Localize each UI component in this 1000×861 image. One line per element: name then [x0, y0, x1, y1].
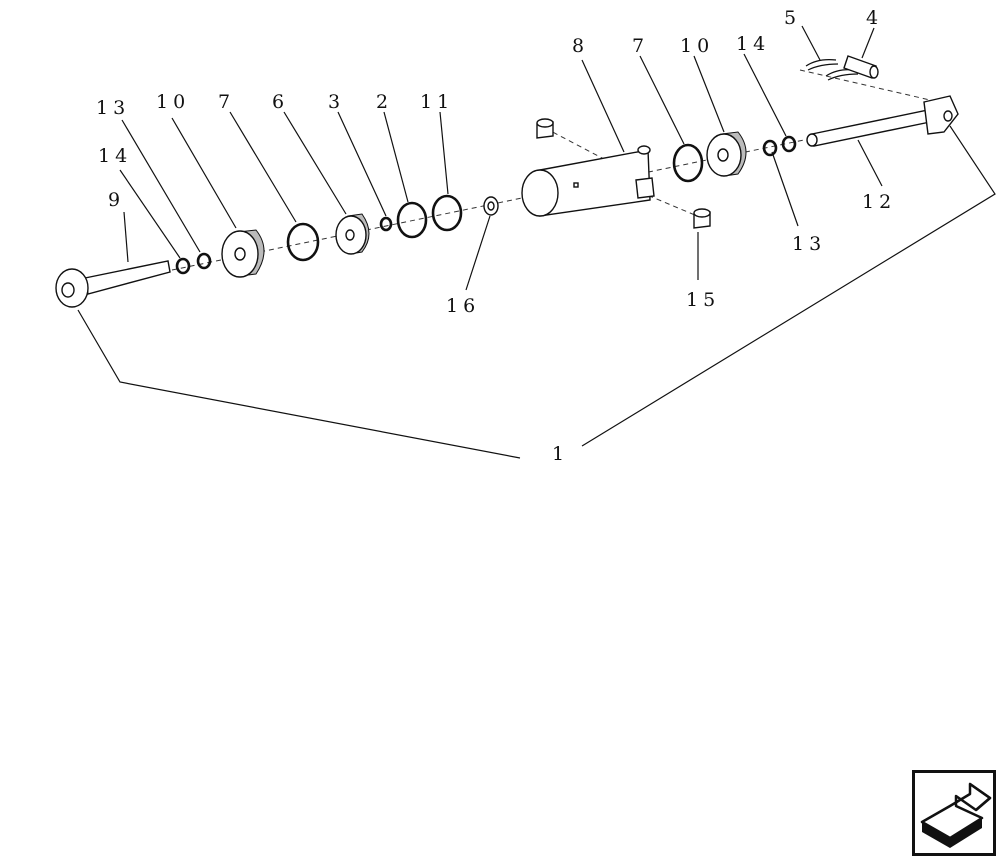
- part-14-ring-right: [781, 135, 797, 153]
- part-3-seal: [379, 216, 393, 232]
- next-page-arrow-icon: [912, 770, 996, 856]
- pin-axis: [799, 69, 931, 101]
- callout-13-right: 13: [792, 233, 826, 255]
- leader-lines: [77, 25, 996, 459]
- callout-10-left: 10: [156, 91, 190, 113]
- callout-14-right: 14: [736, 33, 770, 55]
- part-6-piston: [335, 213, 370, 255]
- part-12-rod-clevis: [806, 95, 959, 147]
- part-15-fitting-lower: [693, 208, 711, 229]
- callout-8: 8: [572, 35, 589, 57]
- callout-11: 11: [420, 91, 454, 113]
- callout-16: 16: [446, 295, 480, 317]
- callout-1: 1: [552, 443, 569, 465]
- part-11-oring: [431, 194, 463, 232]
- callout-12: 12: [862, 191, 896, 213]
- part-9-rod: [55, 260, 171, 308]
- part-10-gland-left: [221, 229, 265, 278]
- part-14-ring-left: [175, 257, 191, 275]
- callout-13-left: 13: [96, 97, 130, 119]
- part-7-oring-right: [672, 143, 704, 183]
- callout-15: 15: [686, 289, 720, 311]
- callout-4: 4: [866, 7, 883, 29]
- assembly-axis: [74, 111, 941, 291]
- callout-7-left: 7: [218, 91, 235, 113]
- callout-7-right: 7: [632, 35, 649, 57]
- callout-2: 2: [376, 91, 393, 113]
- part-13-ring-right: [762, 139, 778, 157]
- callout-6: 6: [272, 91, 289, 113]
- part-16-wiper: [483, 196, 499, 216]
- callout-10-right: 10: [680, 35, 714, 57]
- part-4-clevis-pin: [843, 55, 879, 79]
- part-2-oring: [396, 201, 428, 239]
- part-15-fitting-upper: [536, 118, 554, 139]
- part-13-ring-left: [196, 252, 212, 270]
- callout-14-left: 14: [98, 145, 132, 167]
- callout-5: 5: [784, 7, 801, 29]
- callout-3: 3: [328, 91, 345, 113]
- part-7-oring-left: [286, 222, 320, 262]
- callout-9: 9: [108, 189, 125, 211]
- part-8-barrel: [521, 145, 655, 217]
- part-10-gland-right: [706, 131, 747, 177]
- next-page-button[interactable]: [912, 770, 996, 856]
